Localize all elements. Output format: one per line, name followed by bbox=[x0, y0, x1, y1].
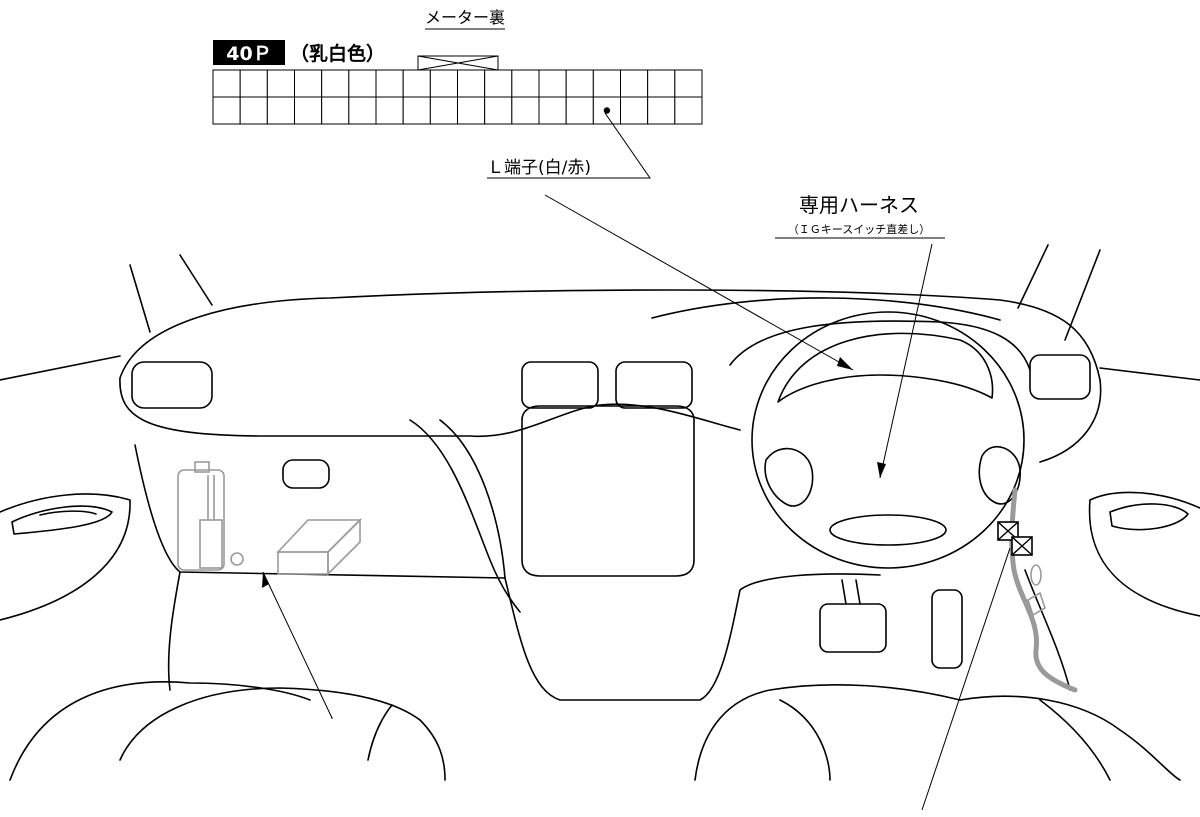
connector-pin-cell bbox=[674, 96, 703, 125]
right-door-handle bbox=[1109, 503, 1189, 531]
pin-count-label: 40Ｐ bbox=[226, 43, 271, 65]
connector-pin-cell bbox=[592, 69, 621, 98]
connector-pin-cell bbox=[294, 69, 323, 98]
connector-pin-cell bbox=[348, 69, 377, 98]
connector-pin-cell bbox=[429, 69, 459, 98]
passenger-dash-panel bbox=[134, 419, 506, 579]
glovebox-arrowhead bbox=[262, 572, 269, 588]
dashboard-crease bbox=[651, 297, 1001, 321]
connector-pin-cell bbox=[212, 69, 241, 98]
steering-upper-gap bbox=[777, 332, 994, 403]
center-tunnel bbox=[504, 573, 881, 701]
left-window-line bbox=[0, 355, 121, 381]
connector-pin-cell bbox=[647, 69, 676, 98]
connector-pin-cell bbox=[375, 96, 404, 125]
left-pillar-inner bbox=[179, 254, 213, 306]
dashboard-right-edge bbox=[1039, 379, 1102, 463]
glovebox-edge bbox=[409, 419, 521, 613]
location-label: メーター裏 bbox=[425, 8, 505, 27]
harness-label: 専用ハーネス bbox=[799, 193, 919, 217]
connector-pin-cell bbox=[511, 69, 540, 98]
passenger-footwell-left bbox=[167, 571, 181, 691]
harness-sublabel: （ＩＧキースイッチ直差し） bbox=[788, 222, 930, 236]
connector-pin-cell bbox=[565, 69, 594, 98]
ignition-pointer-line bbox=[921, 547, 1011, 811]
connector-pin-cell bbox=[239, 96, 268, 125]
center-display bbox=[521, 405, 695, 577]
connector-pin-cell bbox=[538, 69, 567, 98]
harness-arrowhead bbox=[877, 462, 886, 478]
right-air-vent bbox=[1029, 354, 1091, 400]
connector-pin-cell bbox=[212, 96, 241, 125]
accelerator-pedal bbox=[931, 589, 963, 669]
connector-pin-cell bbox=[457, 69, 486, 98]
connector-pin-cell bbox=[239, 69, 268, 98]
connector-pin-cell bbox=[620, 69, 649, 98]
left-door bbox=[0, 493, 131, 621]
connector-color-label: （乳白色） bbox=[290, 42, 385, 65]
terminal-leader-line bbox=[487, 112, 651, 179]
driver-footwell-right bbox=[1024, 569, 1071, 691]
terminal-label: Ｌ端子(白/赤) bbox=[487, 158, 591, 178]
connector-pin-cell bbox=[484, 96, 513, 125]
center-left-air-vent bbox=[521, 361, 599, 409]
right-pillar-inner bbox=[1017, 244, 1049, 309]
relay-unit bbox=[177, 461, 244, 571]
connector-pin-cell bbox=[321, 69, 350, 98]
connector-pin-cell bbox=[457, 96, 486, 125]
module-box bbox=[276, 518, 362, 576]
harness-arrow-line bbox=[879, 243, 933, 479]
connector-latch bbox=[417, 55, 499, 71]
steering-lower-gap bbox=[829, 514, 947, 546]
connector-pin-cell bbox=[647, 96, 676, 125]
connector-pin-cell bbox=[484, 69, 513, 98]
car-interior bbox=[0, 244, 1200, 811]
steering-left-gap bbox=[764, 447, 814, 507]
cluster-hood bbox=[729, 320, 1031, 371]
connector-pin-cell bbox=[402, 96, 431, 125]
dashboard-top bbox=[119, 289, 1101, 381]
connector-pin-cell bbox=[674, 69, 703, 98]
glovebox-handle bbox=[282, 459, 330, 489]
connector-pin-cell bbox=[266, 69, 296, 98]
connector-pin-cell bbox=[348, 96, 377, 125]
terminal-callout: Ｌ端子(白/赤) bbox=[487, 112, 854, 371]
glovebox-arrow-line bbox=[262, 571, 333, 719]
connector-pin-cell bbox=[429, 96, 459, 125]
connector-pin-cell bbox=[511, 96, 540, 125]
ignition-harness bbox=[1009, 487, 1078, 693]
connector-pin-cell bbox=[294, 96, 323, 125]
terminal-arrow-line bbox=[544, 194, 854, 371]
right-door bbox=[1088, 491, 1200, 617]
left-air-vent bbox=[131, 361, 213, 409]
left-door-handle bbox=[11, 505, 113, 535]
connector-pin-cell bbox=[321, 96, 350, 125]
connector-pin-cell bbox=[565, 96, 594, 125]
connector-pin-cell bbox=[266, 96, 296, 125]
harness-cable bbox=[1009, 487, 1078, 693]
passenger-seat bbox=[9, 681, 446, 781]
driver-seat bbox=[694, 683, 1181, 781]
right-window-line bbox=[1099, 367, 1200, 381]
connector-pin-grid bbox=[212, 69, 703, 125]
connector-pin-cell bbox=[538, 96, 567, 125]
terminal-arrowhead bbox=[837, 357, 853, 370]
brake-pedal bbox=[819, 603, 887, 653]
connector-pin-cell bbox=[402, 69, 431, 98]
harness-callout: 専用ハーネス （ＩＧキースイッチ直差し） bbox=[775, 193, 945, 479]
steering-rim bbox=[751, 311, 1025, 569]
center-right-air-vent bbox=[615, 361, 693, 409]
connector-header: 40Ｐ （乳白色） メーター裏 bbox=[212, 8, 703, 125]
ignition-connector bbox=[997, 521, 1033, 556]
pin-count-badge bbox=[213, 40, 285, 65]
connector-pin-cell bbox=[620, 96, 649, 125]
connector-pin-cell bbox=[375, 69, 404, 98]
left-pillar-outer bbox=[129, 264, 151, 333]
marked-pin-dot bbox=[603, 107, 611, 114]
dashboard-lower-edge bbox=[119, 377, 741, 438]
